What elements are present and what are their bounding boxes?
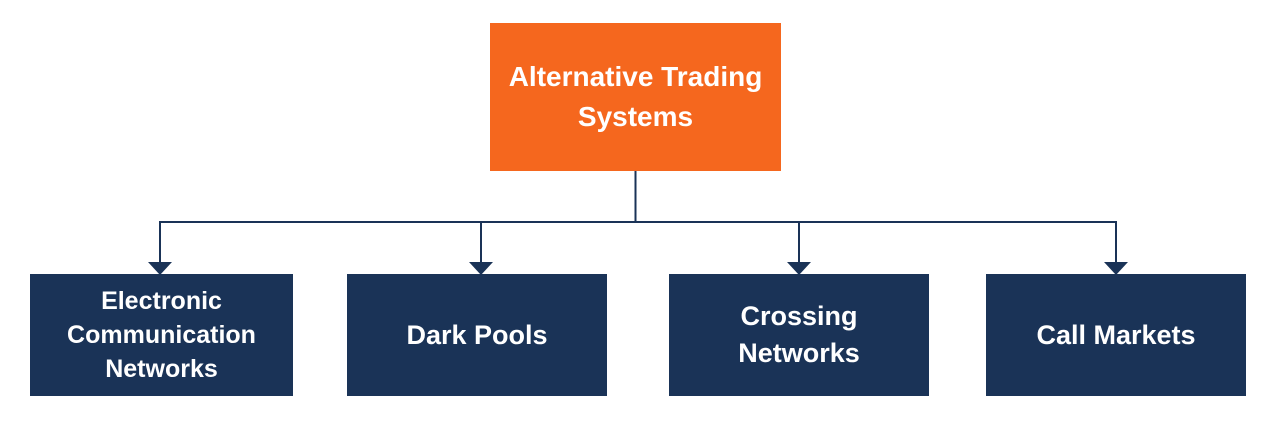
root-node-label: Alternative Trading Systems [508, 61, 763, 132]
root-node-alternative-trading-systems: Alternative Trading Systems [490, 23, 781, 171]
child-node-label: Electronic Communication Networks [67, 287, 256, 383]
arrowhead-down-icon-1 [148, 262, 172, 275]
arrowhead-down-icon-3 [787, 262, 811, 275]
child-node-crossing-networks: Crossing Networks [669, 274, 929, 396]
arrowhead-down-icon-2 [469, 262, 493, 275]
child-node-label: Call Markets [1036, 319, 1196, 350]
child-node-call-markets: Call Markets [986, 274, 1246, 396]
child-node-dark-pools: Dark Pools [347, 274, 607, 396]
child-node-electronic-communication-networks: Electronic Communication Networks [30, 274, 293, 396]
arrowhead-down-icon-4 [1104, 262, 1128, 275]
child-node-label: Dark Pools [406, 319, 548, 350]
child-node-label: Crossing Networks [738, 301, 860, 368]
